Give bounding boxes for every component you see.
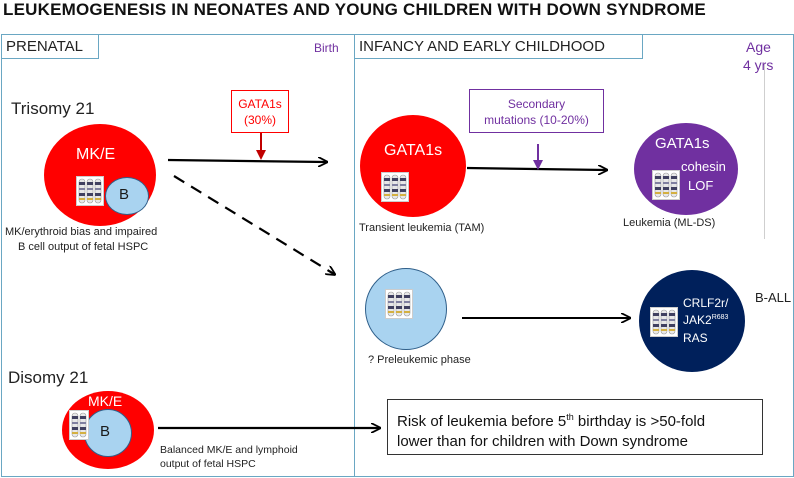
mlds-cell [634,123,738,215]
mlds-line1: GATA1s [655,135,710,152]
secondary-box-line2: mutations (10-20%) [484,113,589,127]
trisomy-label: Trisomy 21 [11,99,95,118]
chromosome-icon [650,307,678,342]
ball-line2-sup: R683 [711,314,729,321]
trisomy-caption-1: MK/erythroid bias and impaired [5,226,158,238]
infancy-inner-divider [764,64,765,239]
risk-line1-sup: th [566,412,574,422]
risk-line1-post: birthday is >50-fold [573,413,706,430]
secondary-mutations-box: Secondary mutations (10-20%) [469,89,604,133]
birth-label: Birth [314,41,339,55]
infancy-label: INFANCY AND EARLY CHILDHOOD [354,34,643,59]
mlds-caption: Leukemia (ML-DS) [623,217,716,229]
disomy-label: Disomy 21 [8,368,89,387]
secondary-box-line1: Secondary [507,97,566,111]
chromosome-icon [385,289,413,324]
age-label: Age [746,39,771,55]
mlds-line2: cohesin [681,159,726,174]
gata1s-mutation-box: GATA1s (30%) [231,90,289,133]
risk-line1: Risk of leukemia before 5th birthday is … [397,407,762,432]
age-value: 4 yrs [743,57,774,73]
ball-line1: CRLF2r/ [683,296,729,310]
tam-to-mlds-arrow [466,168,606,170]
mlds-line3: LOF [688,178,714,193]
ball-line2-base: JAK2 [683,313,712,327]
trisomy-b-label: B [119,186,130,203]
tam-cell-label: GATA1s [384,142,443,159]
risk-line2: lower than for children with Down syndro… [397,433,688,450]
gata1s-box-line1: GATA1s [238,97,282,111]
chromosome-icon [652,170,680,205]
trisomy-cell-label: MK/E [76,146,116,163]
trisomy-b-cell [105,177,149,215]
trisomy-to-preleukemic-dashed-arrow [173,175,334,274]
disomy-caption-2: output of fetal HSPC [160,458,256,470]
trisomy-caption-2: B cell output of fetal HSPC [18,241,149,253]
ball-line3: RAS [683,331,708,345]
disomy-caption-1: Balanced MK/E and lymphoid [160,444,298,456]
gata1s-box-line2: (30%) [243,113,276,127]
disomy-b-label: B [100,423,111,440]
risk-box: Risk of leukemia before 5th birthday is … [387,399,763,455]
prenatal-panel [1,34,355,477]
disomy-cell-label: MK/E [88,393,123,409]
preleukemic-caption: ? Preleukemic phase [368,354,471,366]
trisomy-to-tam-arrow [167,160,326,162]
chromosome-icon [76,176,104,211]
risk-line1-pre: Risk of leukemia before 5 [397,413,567,430]
prenatal-label: PRENATAL [1,34,99,59]
chromosome-icon [381,172,409,207]
ball-line2: JAK2R683 [683,313,728,327]
diagram-title: LEUKEMOGENESIS IN NEONATES AND YOUNG CHI… [3,0,706,19]
ball-label: B-ALL [755,290,792,305]
tam-cell [360,115,466,217]
tam-caption: Transient leukemia (TAM) [359,222,485,234]
chromosome-icon [69,410,89,445]
